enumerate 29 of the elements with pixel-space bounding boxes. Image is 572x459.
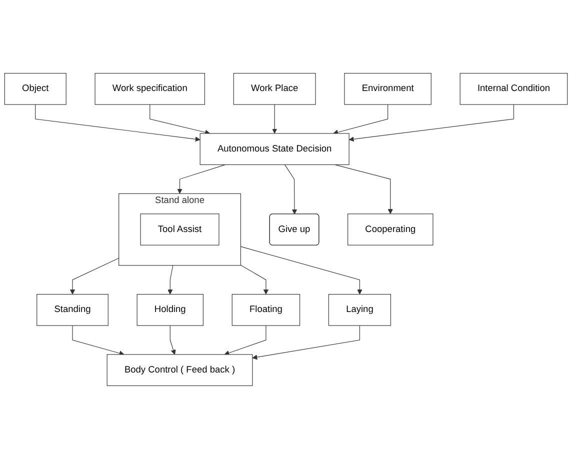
arrow: [177, 164, 226, 194]
arrow: [35, 104, 200, 142]
arrow: [224, 325, 266, 356]
arrow: [348, 104, 514, 142]
arrow: [72, 325, 124, 356]
node-box: Body Control ( Feed back ): [106, 354, 253, 386]
node-box: Object: [4, 72, 66, 105]
node-box: Autonomous State Decision: [200, 133, 350, 165]
node-box: Tool Assist: [140, 214, 220, 246]
arrow: [170, 325, 176, 355]
arrow: [240, 246, 362, 295]
arrow: [252, 325, 360, 360]
arrow: [284, 164, 298, 214]
node-box: Cooperating: [348, 214, 434, 246]
node-box: Work specification: [94, 72, 205, 105]
node-box: Laying: [328, 294, 391, 326]
node-box: Holding: [136, 294, 204, 326]
node-box: Floating: [232, 294, 300, 326]
node-box: Standing: [36, 294, 108, 326]
arrow: [70, 258, 120, 295]
arrow: [168, 265, 174, 295]
arrow: [334, 164, 393, 214]
node-box: Work Place: [233, 72, 316, 105]
arrow: [150, 104, 210, 135]
arrow: [333, 104, 388, 135]
node-box: Environment: [344, 72, 432, 105]
node-box: Internal Condition: [460, 72, 568, 105]
arrow: [240, 264, 268, 295]
arrow: [272, 104, 278, 134]
